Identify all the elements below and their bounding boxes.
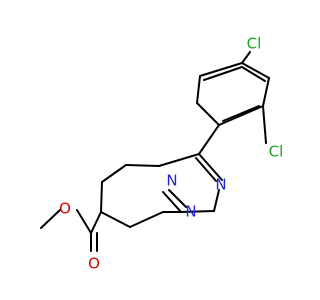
- nitrogen-atom-label: N: [166, 172, 177, 190]
- phenyl-bond: [196, 75, 201, 104]
- ester-bond: [76, 209, 92, 234]
- phenyl-bond: [241, 66, 266, 82]
- piperidine-bond: [101, 164, 127, 183]
- phenyl-bond: [196, 102, 220, 126]
- c-cl-bond-right: [262, 105, 267, 144]
- piperidine-bond: [125, 164, 160, 167]
- piperidine-bond: [129, 211, 164, 228]
- triazole-bond: [168, 189, 187, 208]
- chemical-structure-diagram: Cl Cl N N N O O: [40, 35, 284, 273]
- phenyl-bond: [222, 105, 260, 122]
- piperidine-bond: [100, 211, 131, 228]
- triazole-bond: [158, 153, 200, 167]
- chlorine-atom-label: Cl: [247, 35, 262, 53]
- phenyl-bond: [262, 77, 270, 107]
- phenyl-bond: [203, 66, 243, 81]
- c-cl-bond-top: [241, 51, 251, 64]
- chlorine-atom-label: Cl: [269, 143, 284, 161]
- phenyl-bond: [241, 62, 270, 79]
- ester-bond: [90, 211, 102, 234]
- ester-bond: [40, 209, 61, 229]
- aryl-triazole-bond: [198, 124, 220, 155]
- nitrogen-atom-label: N: [215, 176, 226, 194]
- triazole-bond: [180, 210, 215, 213]
- nitrogen-atom-label: N: [185, 203, 196, 221]
- phenyl-bond: [218, 105, 264, 126]
- oxygen-atom-label: O: [59, 200, 71, 218]
- molecule-canvas: Cl Cl N N N O O: [40, 34, 284, 273]
- triazole-bond: [195, 157, 217, 182]
- phenyl-bond: [199, 62, 243, 77]
- oxygen-atom-label: O: [88, 255, 100, 273]
- piperidine-bond: [100, 181, 103, 213]
- triazole-bond: [162, 191, 182, 213]
- triazole-bond: [213, 189, 220, 212]
- triazole-bond: [198, 153, 223, 181]
